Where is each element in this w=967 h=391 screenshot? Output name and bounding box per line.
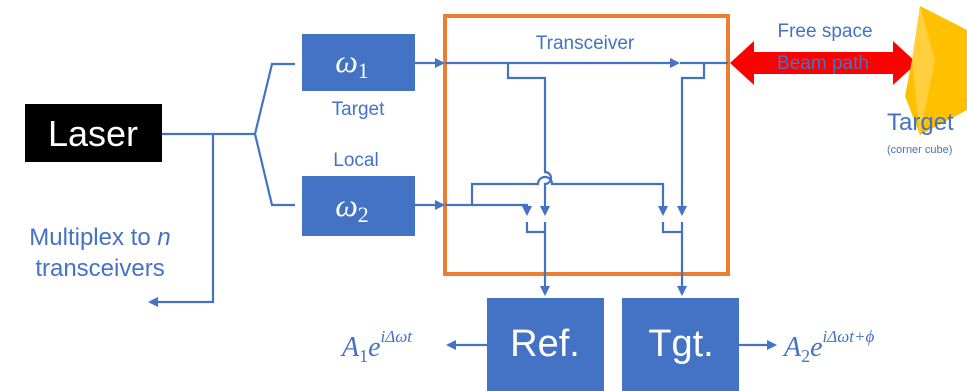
- oscillator-1-caption: Target: [332, 99, 386, 120]
- multiplex-wire: [148, 134, 215, 307]
- reference-detector-box: [487, 298, 604, 391]
- laser-label: Laser: [48, 113, 138, 154]
- ref-tap-wire: [506, 63, 553, 216]
- beam-path-arrow: [730, 41, 917, 85]
- target-detector-box: [622, 298, 739, 391]
- return-wire: [677, 63, 706, 216]
- oscillator-1-symbol: ω1: [335, 43, 369, 83]
- local-to-ref-wire: [472, 203, 532, 216]
- output-right-formula: A2eiΔωt+ϕ: [782, 327, 874, 366]
- target-label: Target: [887, 109, 954, 136]
- transceiver-frame: [443, 14, 730, 276]
- free-space-label: Free space: [777, 21, 872, 42]
- multiplex-label-line1: Multiplex to n: [29, 224, 170, 251]
- oscillator-1-box: [302, 34, 415, 91]
- reference-detector-label: Ref.: [510, 323, 580, 365]
- target-sublabel: (corner cube): [887, 144, 952, 156]
- target-detector-label: Tgt.: [648, 323, 713, 365]
- output-left-formula: A1eiΔωt: [340, 327, 413, 366]
- tgt-combine-wire: [661, 222, 682, 294]
- oscillator-2-caption: Local: [333, 150, 378, 171]
- local-split-wire: [445, 175, 668, 216]
- transceiver-label: Transceiver: [536, 33, 635, 54]
- laser-split-wire: [162, 62, 295, 207]
- corner-cube-facet: [912, 6, 935, 135]
- oscillator-2-symbol: ω2: [335, 187, 369, 227]
- laser-box: [25, 104, 162, 162]
- oscillator-2-box: [302, 176, 415, 236]
- ref-combine-wire: [525, 222, 545, 294]
- beam-path-label: Beam path: [777, 53, 869, 74]
- multiplex-label-line2: transceivers: [35, 255, 164, 282]
